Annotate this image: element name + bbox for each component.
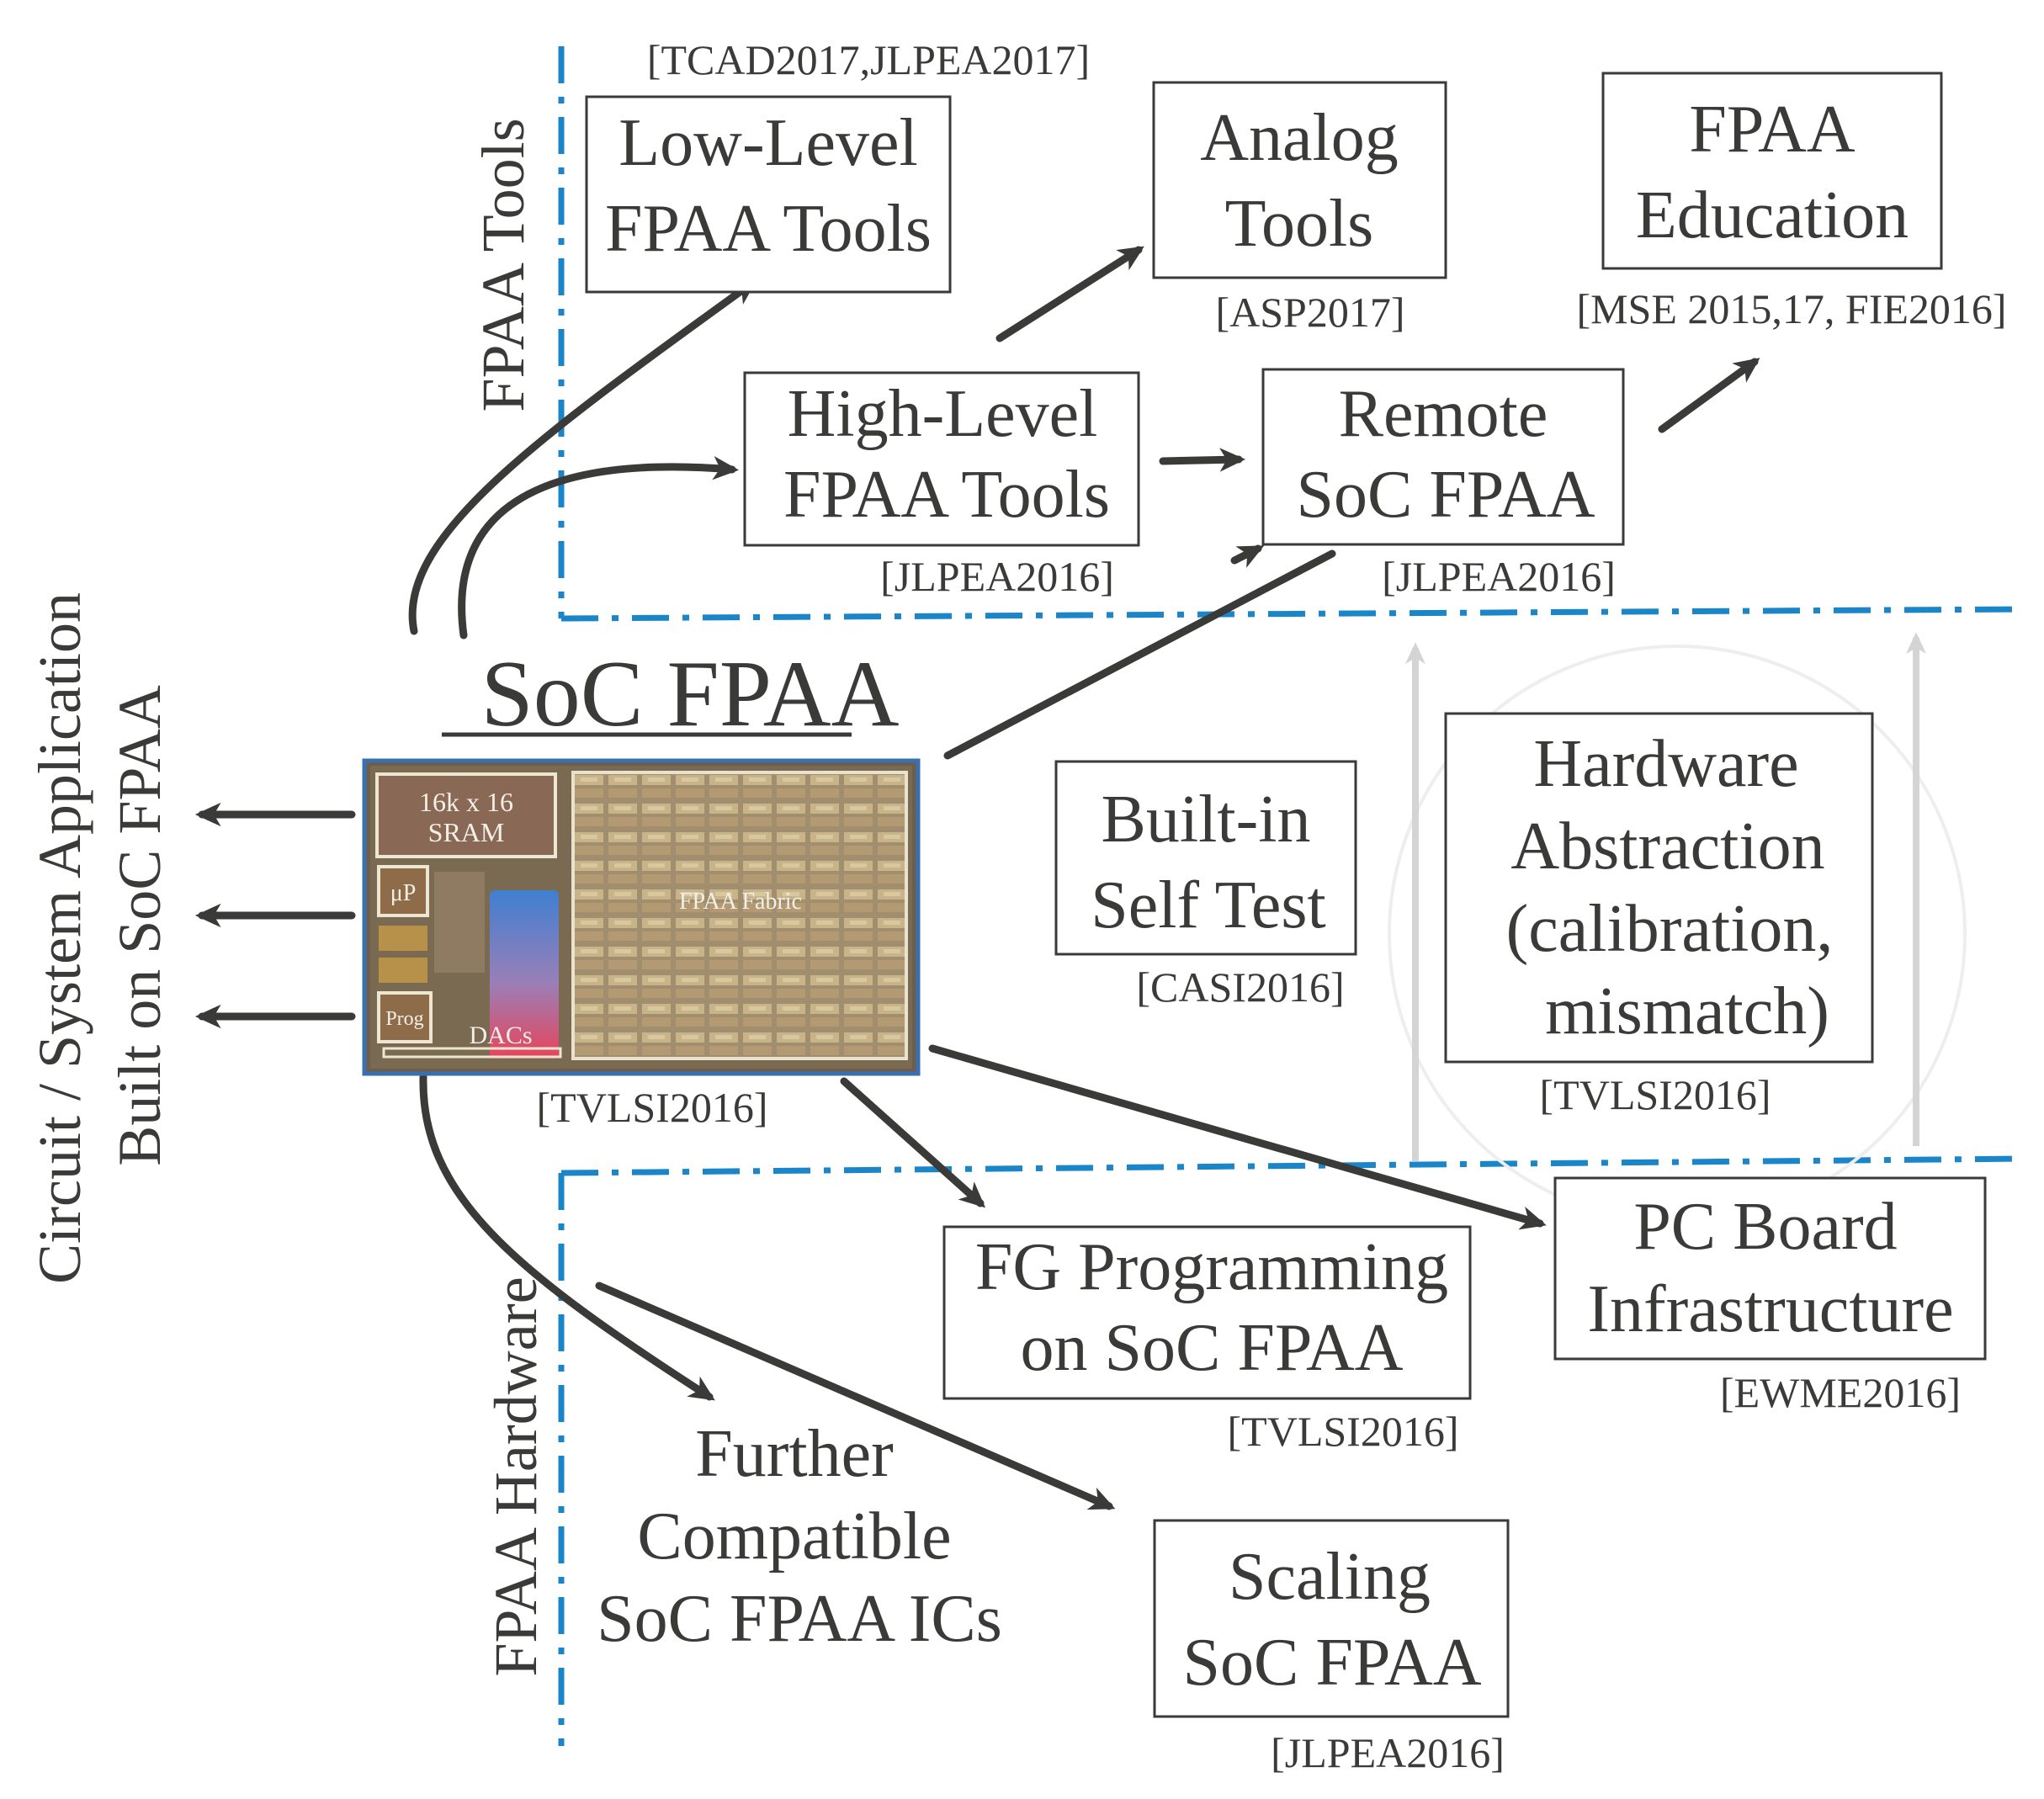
soc-fpaa-title: SoC FPAA <box>480 642 899 746</box>
chip-sram-block <box>375 772 557 858</box>
box-remote-ref: [JLPEA2016] <box>1382 553 1616 600</box>
box-pc-board-ref: [EWME2016] <box>1720 1369 1961 1416</box>
chip-prog-label: Prog <box>385 1008 423 1030</box>
arrow-remote-entry <box>1230 544 1265 568</box>
box-bist-line1: Built-in <box>1102 783 1311 857</box>
application-label-line1: Circuit / System Application <box>26 592 93 1284</box>
arrow-chip-to-low-level <box>408 279 757 635</box>
box-high-level-frame <box>743 371 1140 547</box>
soc-fpaa-chip-image: FPAA Fabric 16k x 16 SRAM μP Prog DACs <box>362 758 921 1076</box>
box-remote-line2: SoC FPAA <box>1296 458 1595 532</box>
chip-fabric-label: FPAA Fabric <box>679 889 802 915</box>
box-bist-ref: [CASI2016] <box>1136 963 1344 1011</box>
box-built-in-self-test: Built-in Self Test [CASI2016] <box>1054 760 1357 1011</box>
box-fg-programming: FG Programming on SoC FPAA [TVLSI2016] <box>942 1225 1472 1455</box>
box-hw-abstraction-line3: (calibration, <box>1506 892 1834 966</box>
box-remote-frame <box>1261 368 1625 546</box>
box-analog-line2: Tools <box>1225 187 1374 261</box>
box-scaling-soc-fpaa: Scaling SoC FPAA [JLPEA2016] <box>1153 1519 1510 1776</box>
chip-block-gold-2 <box>379 958 427 983</box>
box-scaling-line2: SoC FPAA <box>1182 1626 1481 1700</box>
box-scaling-frame <box>1153 1519 1510 1718</box>
further-ics-line2: Compatible <box>637 1499 951 1573</box>
box-low-level-ref: [TCAD2017,JLPEA2017] <box>647 36 1090 83</box>
box-high-level-line2: FPAA Tools <box>783 458 1110 532</box>
tools-region-bottom-divider <box>560 606 2025 622</box>
box-education-frame <box>1601 72 1943 270</box>
further-ics-line3: SoC FPAA ICs <box>597 1582 1002 1656</box>
further-compatible-ics: Further Compatible SoC FPAA ICs <box>597 1417 1002 1656</box>
chip-bottom-bus <box>382 1047 562 1059</box>
further-ics-line1: Further <box>695 1417 894 1491</box>
box-low-level-tools: Low-Level FPAA Tools [TCAD2017,JLPEA2017… <box>585 36 1090 294</box>
box-hardware-abstraction: Hardware Abstraction (calibration, misma… <box>1444 712 1874 1118</box>
application-label-line2: Built on SoC FPAA <box>106 685 173 1166</box>
box-fg-programming-line2: on SoC FPAA <box>1020 1311 1403 1385</box>
box-high-level-tools: High-Level FPAA Tools [JLPEA2016] <box>743 371 1140 600</box>
box-education-line1: FPAA <box>1689 93 1855 167</box>
chip-sram-label-1: 16k x 16 <box>419 787 513 817</box>
arrow-high-level-to-analog <box>995 246 1144 342</box>
arrow-to-scaling <box>595 1282 1116 1510</box>
flow-arrows <box>194 246 1760 1510</box>
box-pc-board: PC Board Infrastructure [EWME2016] <box>1553 1176 1987 1416</box>
box-high-level-ref: [JLPEA2016] <box>880 553 1114 600</box>
box-pc-board-line1: PC Board <box>1633 1190 1897 1264</box>
chip-up-label: μP <box>390 880 417 906</box>
arrow-high-level-to-remote <box>1159 448 1246 472</box>
box-fg-programming-ref: [TVLSI2016] <box>1228 1408 1459 1455</box>
box-low-level-line2: FPAA Tools <box>605 192 932 266</box>
box-education-line2: Education <box>1636 178 1909 252</box>
box-analog-ref: [ASP2017] <box>1215 289 1404 336</box>
chip-prog-block <box>377 991 433 1043</box>
region-dividers <box>558 46 2025 1746</box>
arrow-chip-to-pc-board <box>928 1044 1547 1230</box>
box-pc-board-line2: Infrastructure <box>1587 1272 1953 1346</box>
arrow-chip-to-high-level <box>458 455 740 639</box>
arrow-chip-to-remote <box>943 549 1336 760</box>
box-remote-line1: Remote <box>1339 377 1548 451</box>
arrow-chip-to-fg-programming <box>840 1077 986 1208</box>
abstraction-upward-arrows <box>1405 632 1926 1161</box>
box-fg-programming-line1: FG Programming <box>975 1230 1448 1304</box>
hardware-region-top-divider <box>560 1155 2025 1176</box>
box-fg-programming-frame <box>942 1225 1472 1400</box>
chip-sram-label-2: SRAM <box>428 817 505 847</box>
box-hw-abstraction-ref: [TVLSI2016] <box>1540 1071 1771 1118</box>
chip-block-gold-1 <box>379 926 427 951</box>
box-remote-soc-fpaa: Remote SoC FPAA [JLPEA2016] <box>1261 368 1625 600</box>
soc-fpaa-ref: [TVLSI2016] <box>537 1084 768 1131</box>
chip-dacs-label: DACs <box>469 1022 532 1049</box>
box-hw-abstraction-line2: Abstraction <box>1510 809 1824 884</box>
box-pc-board-frame <box>1553 1176 1987 1361</box>
chip-up-block <box>377 865 429 917</box>
chip-logic-strip <box>434 872 485 973</box>
box-hw-abstraction-line4: mismatch) <box>1545 974 1829 1048</box>
box-high-level-line1: High-Level <box>788 377 1098 451</box>
box-low-level-line1: Low-Level <box>619 106 917 180</box>
arrow-chip-to-further-ics <box>419 1073 715 1401</box>
fpaa-hardware-region-label: FPAA Hardware <box>482 1276 549 1676</box>
chip-fpaa-fabric <box>571 771 908 1060</box>
arrow-remote-to-education <box>1658 358 1760 433</box>
chip-dac-block <box>490 890 559 1059</box>
box-hw-abstraction-frame <box>1444 712 1874 1064</box>
fpaa-tools-region-label: FPAA Tools <box>470 118 537 411</box>
box-bist-frame <box>1054 760 1357 956</box>
box-bist-line2: Self Test <box>1091 868 1326 942</box>
box-fpaa-education: FPAA Education [MSE 2015,17, FIE2016] <box>1576 72 2007 332</box>
box-analog-line1: Analog <box>1200 101 1399 175</box>
box-scaling-ref: [JLPEA2016] <box>1271 1729 1505 1776</box>
box-scaling-line1: Scaling <box>1229 1540 1431 1614</box>
box-education-ref: [MSE 2015,17, FIE2016] <box>1576 285 2006 332</box>
box-hw-abstraction-line1: Hardware <box>1533 727 1798 801</box>
box-analog-tools: Analog Tools [ASP2017] <box>1152 81 1447 336</box>
box-analog-tools-frame <box>1152 81 1447 279</box>
box-low-level-tools-frame <box>585 95 952 294</box>
